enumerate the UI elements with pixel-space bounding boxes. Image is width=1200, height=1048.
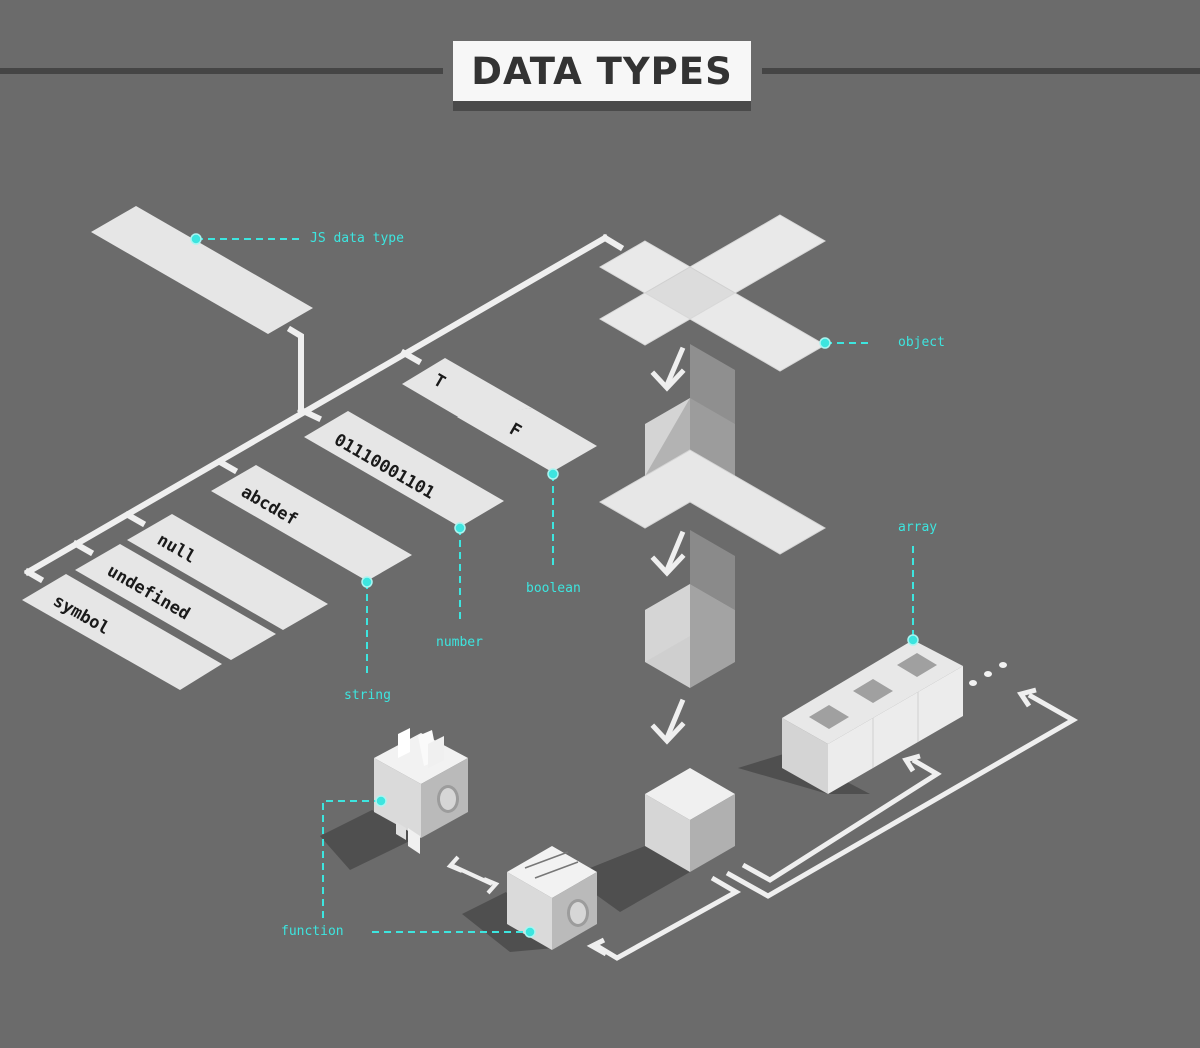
assembly-arrows <box>650 346 686 745</box>
boolean-true-panel <box>402 358 532 418</box>
function-dot-bottom <box>524 926 536 938</box>
array-slot-3 <box>897 653 937 677</box>
object-fold-stage-2 <box>645 530 735 688</box>
string-label: string <box>344 688 391 703</box>
array-slot-1 <box>809 705 849 729</box>
function-dot-top <box>375 795 387 807</box>
number-dot <box>454 522 466 534</box>
array-slot-2 <box>853 679 893 703</box>
title-rule-right <box>762 68 1200 74</box>
title-banner: DATA TYPES <box>453 41 751 101</box>
symbol-panel <box>22 574 222 690</box>
string-dot <box>361 576 373 588</box>
js-data-type-panel <box>91 206 313 334</box>
callout-leaders <box>196 238 914 933</box>
boolean-label: boolean <box>526 581 581 596</box>
boolean-false-panel <box>457 408 597 472</box>
object-label: object <box>898 335 945 350</box>
number-panel <box>304 411 504 527</box>
number-label: number <box>436 635 483 650</box>
js-data-type-label: JS data type <box>310 231 404 246</box>
array-dot <box>907 634 919 646</box>
object-fold-stage-1 <box>599 344 826 555</box>
array-ellipsis <box>969 662 1007 686</box>
function-label: function <box>281 924 344 939</box>
string-panel <box>211 465 412 581</box>
callout-dots <box>190 233 919 938</box>
null-panel <box>127 514 328 630</box>
page-title: DATA TYPES <box>471 49 733 93</box>
object-cube <box>570 768 735 912</box>
conversion-flow-arrows <box>586 687 1079 961</box>
title-rule-left <box>0 68 443 74</box>
type-tree-connector <box>23 233 625 584</box>
array-block <box>738 640 963 794</box>
array-label: array <box>898 520 937 535</box>
object-cross-net <box>599 214 826 372</box>
object-dot <box>819 337 831 349</box>
js-data-type-dot <box>190 233 202 245</box>
function-machine-top <box>320 728 468 870</box>
boolean-dot <box>547 468 559 480</box>
undefined-panel <box>75 544 276 660</box>
function-exchange-arrow <box>446 855 500 895</box>
